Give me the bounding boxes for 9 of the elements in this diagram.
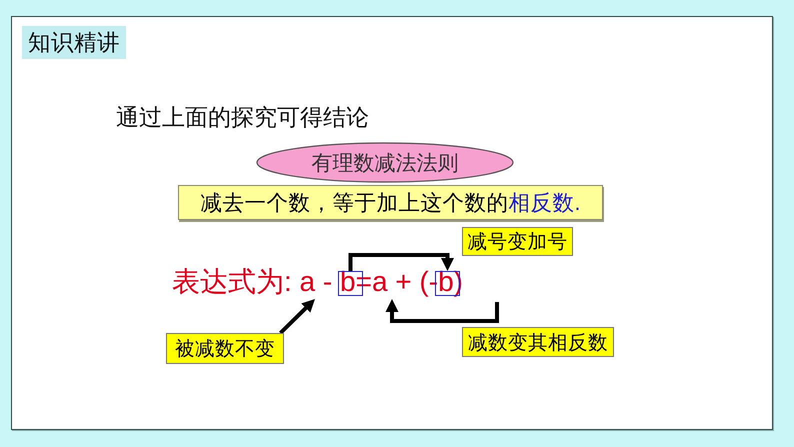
heading-ellipse: 有理数减法法则 (256, 142, 514, 183)
arrow (386, 299, 499, 323)
callout-box: 减数变其相反数 (462, 327, 614, 357)
arrow (279, 298, 316, 334)
intro-text: 通过上面的探究可得结论 (116, 103, 370, 131)
callout-box: 减号变加号 (462, 227, 573, 256)
callout-box: 被减数不变 (166, 333, 284, 364)
section-title: 知识精讲 (22, 26, 126, 59)
arrow (348, 253, 454, 271)
